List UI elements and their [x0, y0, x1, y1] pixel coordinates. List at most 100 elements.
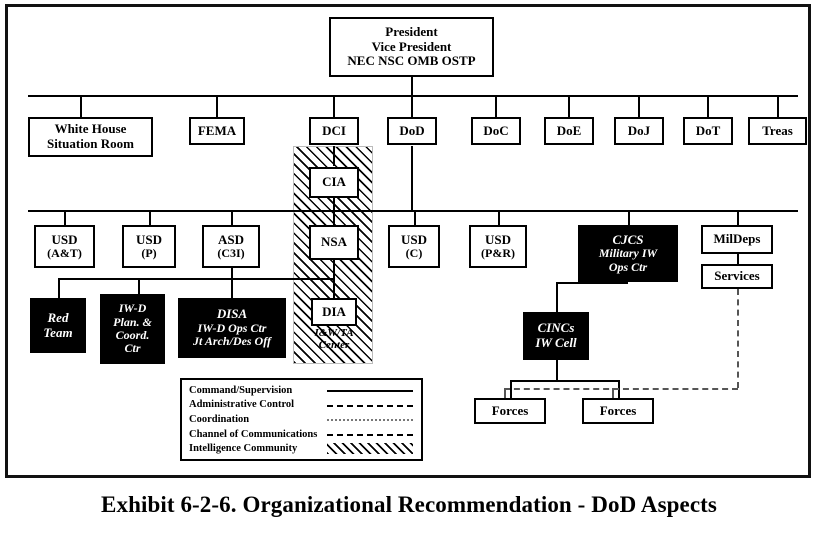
- connector-drop-red-team: [58, 278, 60, 298]
- node-cincs-line2: IW Cell: [535, 335, 577, 350]
- node-usd-at-line2: (A&T): [47, 246, 82, 261]
- node-red-team[interactable]: Red Team: [30, 298, 86, 353]
- node-doc-label: DoC: [483, 122, 509, 138]
- connector-drop-disa: [231, 278, 233, 298]
- node-president-line1: President: [385, 24, 438, 40]
- connector-asd-down: [231, 268, 233, 278]
- connector-drop-fema: [216, 95, 218, 117]
- node-white-house-line1: White House: [54, 121, 127, 137]
- connector-dashed-to-forces-right: [612, 388, 614, 398]
- node-fema[interactable]: FEMA: [189, 117, 245, 145]
- connector-drop-treas: [777, 95, 779, 117]
- node-disa[interactable]: DISA IW-D Ops Ctr Jt Arch/Des Off: [178, 298, 286, 358]
- connector-cincs-down: [556, 360, 558, 380]
- node-president[interactable]: President Vice President NEC NSC OMB OST…: [329, 17, 494, 77]
- connector-services-dashed-across: [504, 388, 738, 390]
- node-white-house-line2: Situation Room: [46, 136, 135, 151]
- legend-label-channel-of-communications: Channel of Communications: [189, 428, 318, 440]
- node-cjcs-military-iw-ops-ctr[interactable]: CJCS Military IW Ops Ctr: [578, 225, 678, 282]
- node-mildeps-label: MilDeps: [713, 231, 761, 247]
- node-president-line2: Vice President: [371, 38, 452, 54]
- node-iwd-plan-line4: Ctr: [124, 341, 141, 356]
- node-iwd-plan-coord-ctr[interactable]: IW-D Plan. & Coord. Ctr: [100, 294, 165, 364]
- connector-cjcs-cincs-bus: [556, 282, 628, 284]
- legend-sample-dashed-line: [327, 404, 413, 407]
- node-dia[interactable]: DIA: [311, 298, 357, 326]
- connector-drop-usd-c: [414, 210, 416, 225]
- node-doc[interactable]: DoC: [471, 117, 521, 145]
- connector-dci-cia: [333, 146, 335, 166]
- node-usd-c[interactable]: USD (C): [388, 225, 440, 268]
- node-dod-label: DoD: [399, 122, 425, 138]
- connector-tier1-bus: [28, 95, 798, 97]
- node-doe[interactable]: DoE: [544, 117, 594, 145]
- connector-drop-iwd-plan: [138, 278, 140, 298]
- legend-label-command-supervision: Command/Supervision: [189, 384, 293, 396]
- node-forces-right[interactable]: Forces: [582, 398, 654, 424]
- connector-president-down: [411, 77, 413, 95]
- node-disa-line3: Jt Arch/Des Off: [193, 334, 271, 349]
- node-iwd-plan-line1: IW-D: [118, 301, 147, 316]
- connector-drop-doc: [495, 95, 497, 117]
- node-cjcs-line1: CJCS: [612, 231, 644, 247]
- figure-frame: President Vice President NEC NSC OMB OST…: [5, 4, 811, 478]
- legend-sample-solid-line: [327, 390, 413, 393]
- node-disa-line1: DISA: [216, 306, 248, 322]
- node-usd-p-line1: USD: [135, 231, 162, 247]
- connector-tier2-bus: [28, 210, 798, 212]
- connector-drop-cjcs: [628, 210, 630, 225]
- node-usd-pr[interactable]: USD (P&R): [469, 225, 527, 268]
- node-dot-label: DoT: [695, 122, 721, 138]
- node-cincs-line1: CINCs: [537, 320, 575, 336]
- node-asd-c3i-line1: ASD: [217, 231, 244, 247]
- node-white-house-situation-room[interactable]: White House Situation Room: [28, 117, 153, 157]
- legend-row-intelligence-community: Intelligence Community: [182, 441, 421, 456]
- connector-cjcs-cincs-drop: [556, 282, 558, 312]
- legend-label-coordination: Coordination: [189, 413, 250, 425]
- node-cia[interactable]: CIA: [309, 167, 359, 198]
- node-usd-at[interactable]: USD (A&T): [34, 225, 95, 268]
- connector-drop-dia: [333, 278, 335, 298]
- node-treas[interactable]: Treas: [748, 117, 807, 145]
- node-usd-p[interactable]: USD (P): [122, 225, 176, 268]
- node-iwd-plan-line3: Coord.: [115, 328, 150, 342]
- node-doj[interactable]: DoJ: [614, 117, 664, 145]
- node-forces-left[interactable]: Forces: [474, 398, 546, 424]
- node-iw-ta-center-line2: Center: [318, 338, 350, 351]
- connector-drop-dod: [411, 95, 413, 117]
- connector-drop-doe: [568, 95, 570, 117]
- node-asd-c3i[interactable]: ASD (C3I): [202, 225, 260, 268]
- legend-row-channel-of-communications: Channel of Communications: [182, 427, 421, 442]
- connector-asd-bus-to-dia: [231, 278, 333, 280]
- node-services[interactable]: Services: [701, 264, 773, 289]
- node-dot[interactable]: DoT: [683, 117, 733, 145]
- node-usd-pr-line2: (P&R): [481, 246, 515, 261]
- connector-drop-usd-p: [149, 210, 151, 225]
- figure-caption: Exhibit 6-2-6. Organizational Recommenda…: [101, 492, 717, 517]
- node-dci[interactable]: DCI: [309, 117, 359, 145]
- node-usd-pr-line1: USD: [484, 231, 511, 247]
- node-usd-p-line2: (P): [141, 246, 157, 261]
- legend-sample-dotted-line: [327, 419, 413, 422]
- node-cincs-iw-cell[interactable]: CINCs IW Cell: [523, 312, 589, 360]
- legend-sample-hatch-swatch: [327, 442, 413, 454]
- node-red-team-line2: Team: [43, 324, 73, 340]
- node-usd-at-line1: USD: [51, 231, 78, 247]
- connector-drop-dot: [707, 95, 709, 117]
- node-usd-c-line1: USD: [400, 231, 427, 247]
- node-forces-left-label: Forces: [491, 402, 529, 418]
- connector-drop-asd-c3i: [231, 210, 233, 225]
- node-iwd-plan-line2: Plan. &: [113, 314, 152, 329]
- node-nsa[interactable]: NSA: [309, 225, 359, 260]
- node-cjcs-line2: Military IW: [598, 246, 658, 261]
- legend-row-command-supervision: Command/Supervision: [182, 383, 421, 398]
- legend-label-intelligence-community: Intelligence Community: [189, 443, 298, 455]
- connector-drop-dci: [333, 95, 335, 117]
- node-mildeps[interactable]: MilDeps: [701, 225, 773, 254]
- node-treas-label: Treas: [762, 122, 793, 138]
- node-forces-right-label: Forces: [599, 402, 637, 418]
- legend-label-administrative-control: Administrative Control: [189, 399, 295, 411]
- node-fema-label: FEMA: [197, 122, 237, 138]
- connector-services-dashed-down: [737, 289, 739, 388]
- node-dod[interactable]: DoD: [387, 117, 437, 145]
